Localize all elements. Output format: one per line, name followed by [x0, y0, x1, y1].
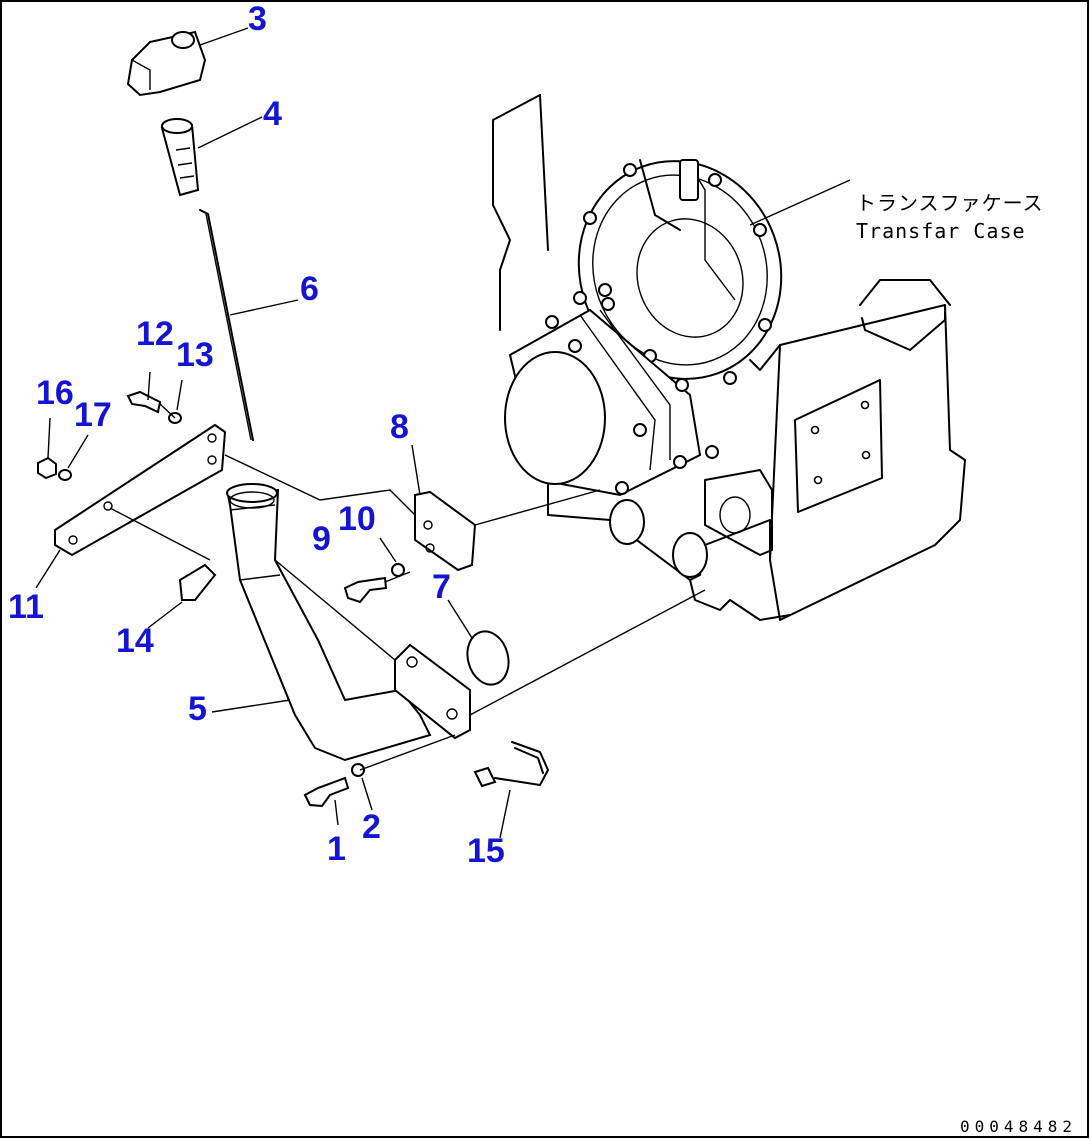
callout-12: 12 [136, 315, 174, 353]
part-12-bolt [126, 390, 162, 414]
callout-9: 9 [312, 520, 331, 558]
callout-15: 15 [467, 832, 505, 870]
case-label-english: Transfar Case [856, 219, 1026, 243]
callout-10: 10 [338, 500, 376, 538]
figure-code: 00048482 [960, 1117, 1077, 1136]
part-16-nut [37, 456, 57, 480]
part-7-o-ring [466, 630, 510, 686]
case-label-japanese: トランスファケース [856, 191, 1044, 215]
part-1-bolt [303, 776, 350, 808]
callout-13: 13 [176, 336, 214, 374]
callout-11: 11 [8, 588, 44, 626]
callout-17: 17 [74, 396, 112, 434]
callout-5: 5 [188, 690, 207, 728]
part-10-washer [391, 563, 405, 577]
callout-3: 3 [248, 0, 267, 38]
part-6-dipstick [199, 209, 254, 441]
part-5-filler-pipe [226, 483, 471, 762]
transfer-case-drawing [492, 94, 966, 621]
callout-14: 14 [116, 622, 154, 660]
callout-7: 7 [432, 568, 451, 606]
callout-16: 16 [36, 374, 74, 412]
part-14-clamp [178, 563, 217, 601]
callout-4: 4 [263, 95, 282, 133]
callout-8: 8 [390, 408, 409, 446]
part-15-hose [473, 741, 549, 788]
part-4-strainer [160, 118, 200, 197]
part-11-bracket [54, 423, 227, 557]
callout-2: 2 [362, 808, 381, 846]
part-8-plate [414, 490, 477, 572]
callout-6: 6 [300, 270, 319, 308]
part-2-washer [351, 763, 365, 777]
callout-1: 1 [327, 830, 346, 868]
part-9-bolt [343, 576, 388, 604]
part-17-washer [58, 469, 72, 481]
leader-lines [35, 27, 706, 839]
part-3-cap [126, 30, 207, 97]
